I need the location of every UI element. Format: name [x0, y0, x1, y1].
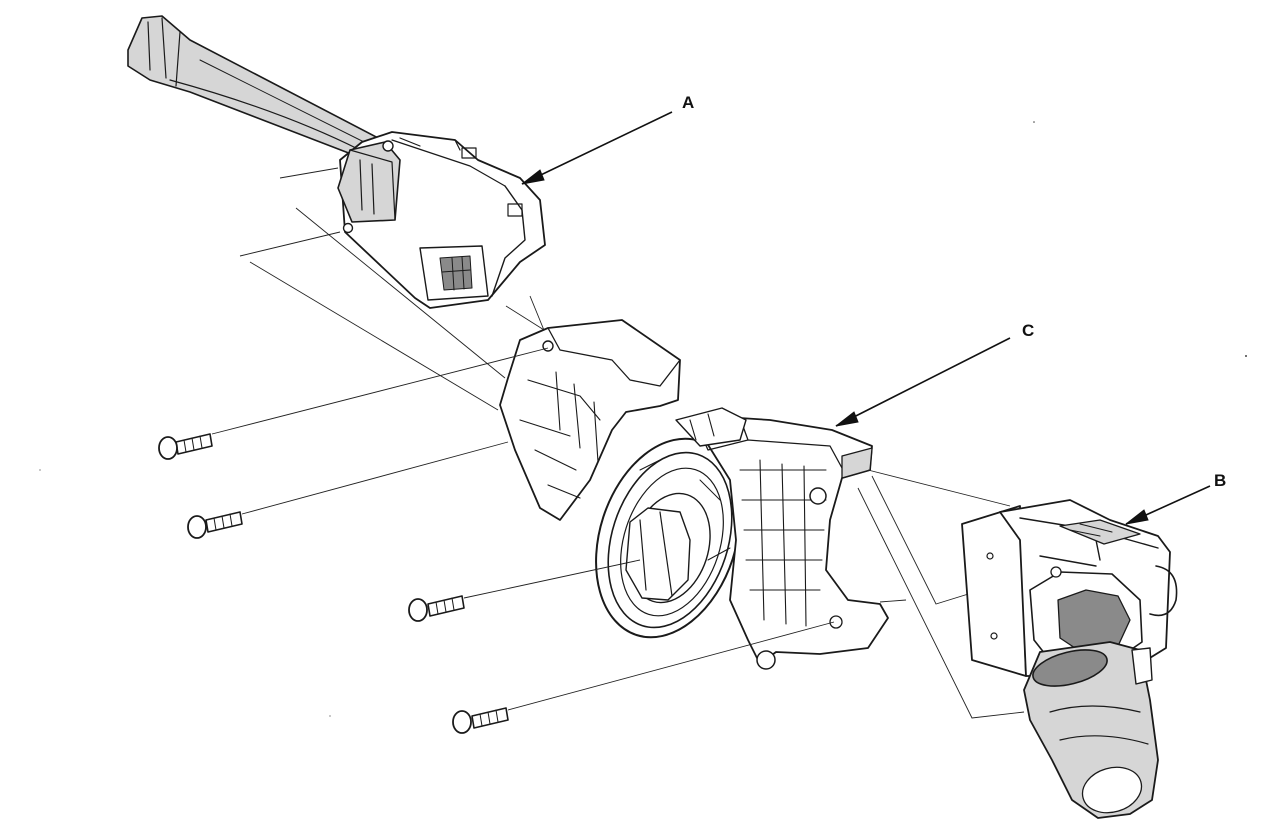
screw-3 [408, 559, 641, 622]
screw-4 [452, 621, 835, 734]
switch-a: A [127, 15, 694, 309]
callout-b-label: B [1214, 471, 1226, 490]
callout-b: B [1125, 471, 1226, 525]
callout-a-label: A [682, 93, 694, 112]
switch-housing-c: C [499, 319, 1034, 670]
screw-1 [158, 347, 549, 460]
callout-c: C [835, 321, 1034, 427]
scan-specks [39, 121, 1247, 717]
screw-2 [187, 441, 509, 539]
screws [158, 347, 835, 734]
callout-c-label: C [1022, 321, 1034, 340]
switch-a-lever [127, 15, 383, 163]
switch-b-lever [1023, 641, 1159, 819]
switch-b: B [961, 471, 1226, 819]
switch-a-body [337, 131, 546, 309]
callout-a: A [521, 93, 694, 185]
